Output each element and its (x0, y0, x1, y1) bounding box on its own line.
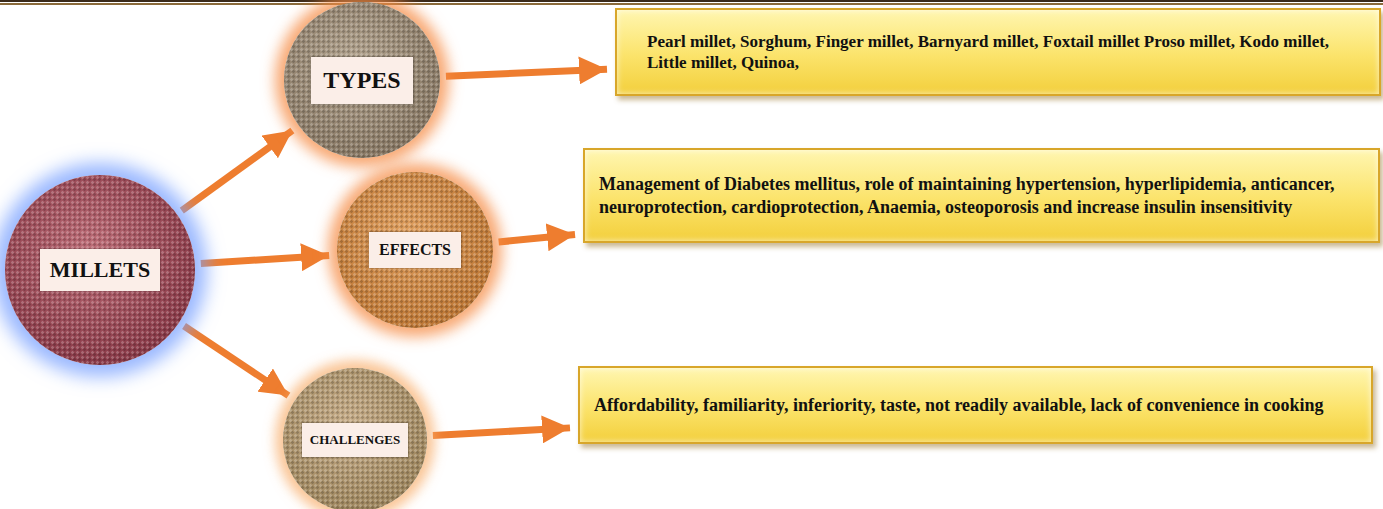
circle-label: TYPES (311, 57, 412, 104)
arrow-connector (201, 255, 329, 263)
challenges-list-box: Affordability, familiarity, inferiority,… (578, 366, 1373, 444)
header-line (0, 3, 1383, 5)
effects-list-box: Management of Diabetes mellitus, role of… (583, 148, 1380, 243)
arrow-connector (182, 130, 293, 210)
category-circle: TYPES (284, 2, 440, 158)
list-text: Management of Diabetes mellitus, role of… (599, 173, 1364, 218)
circle-label: CHALLENGES (302, 423, 408, 457)
arrow-connector (184, 326, 288, 396)
circle-label: MILLETS (40, 249, 160, 291)
arrow-connector (446, 69, 607, 76)
types-list-box: Pearl millet, Sorghum, Finger millet, Ba… (615, 8, 1381, 96)
millets-circle: MILLETS (5, 175, 195, 365)
list-text: Pearl millet, Sorghum, Finger millet, Ba… (647, 31, 1349, 74)
category-circle: EFFECTS (337, 172, 493, 328)
list-text: Affordability, familiarity, inferiority,… (594, 394, 1324, 417)
arrow-connector (433, 428, 570, 436)
arrow-connector (499, 235, 575, 242)
circle-label: EFFECTS (369, 232, 461, 268)
header-line (0, 0, 1383, 2)
category-circle: CHALLENGES (283, 368, 427, 509)
